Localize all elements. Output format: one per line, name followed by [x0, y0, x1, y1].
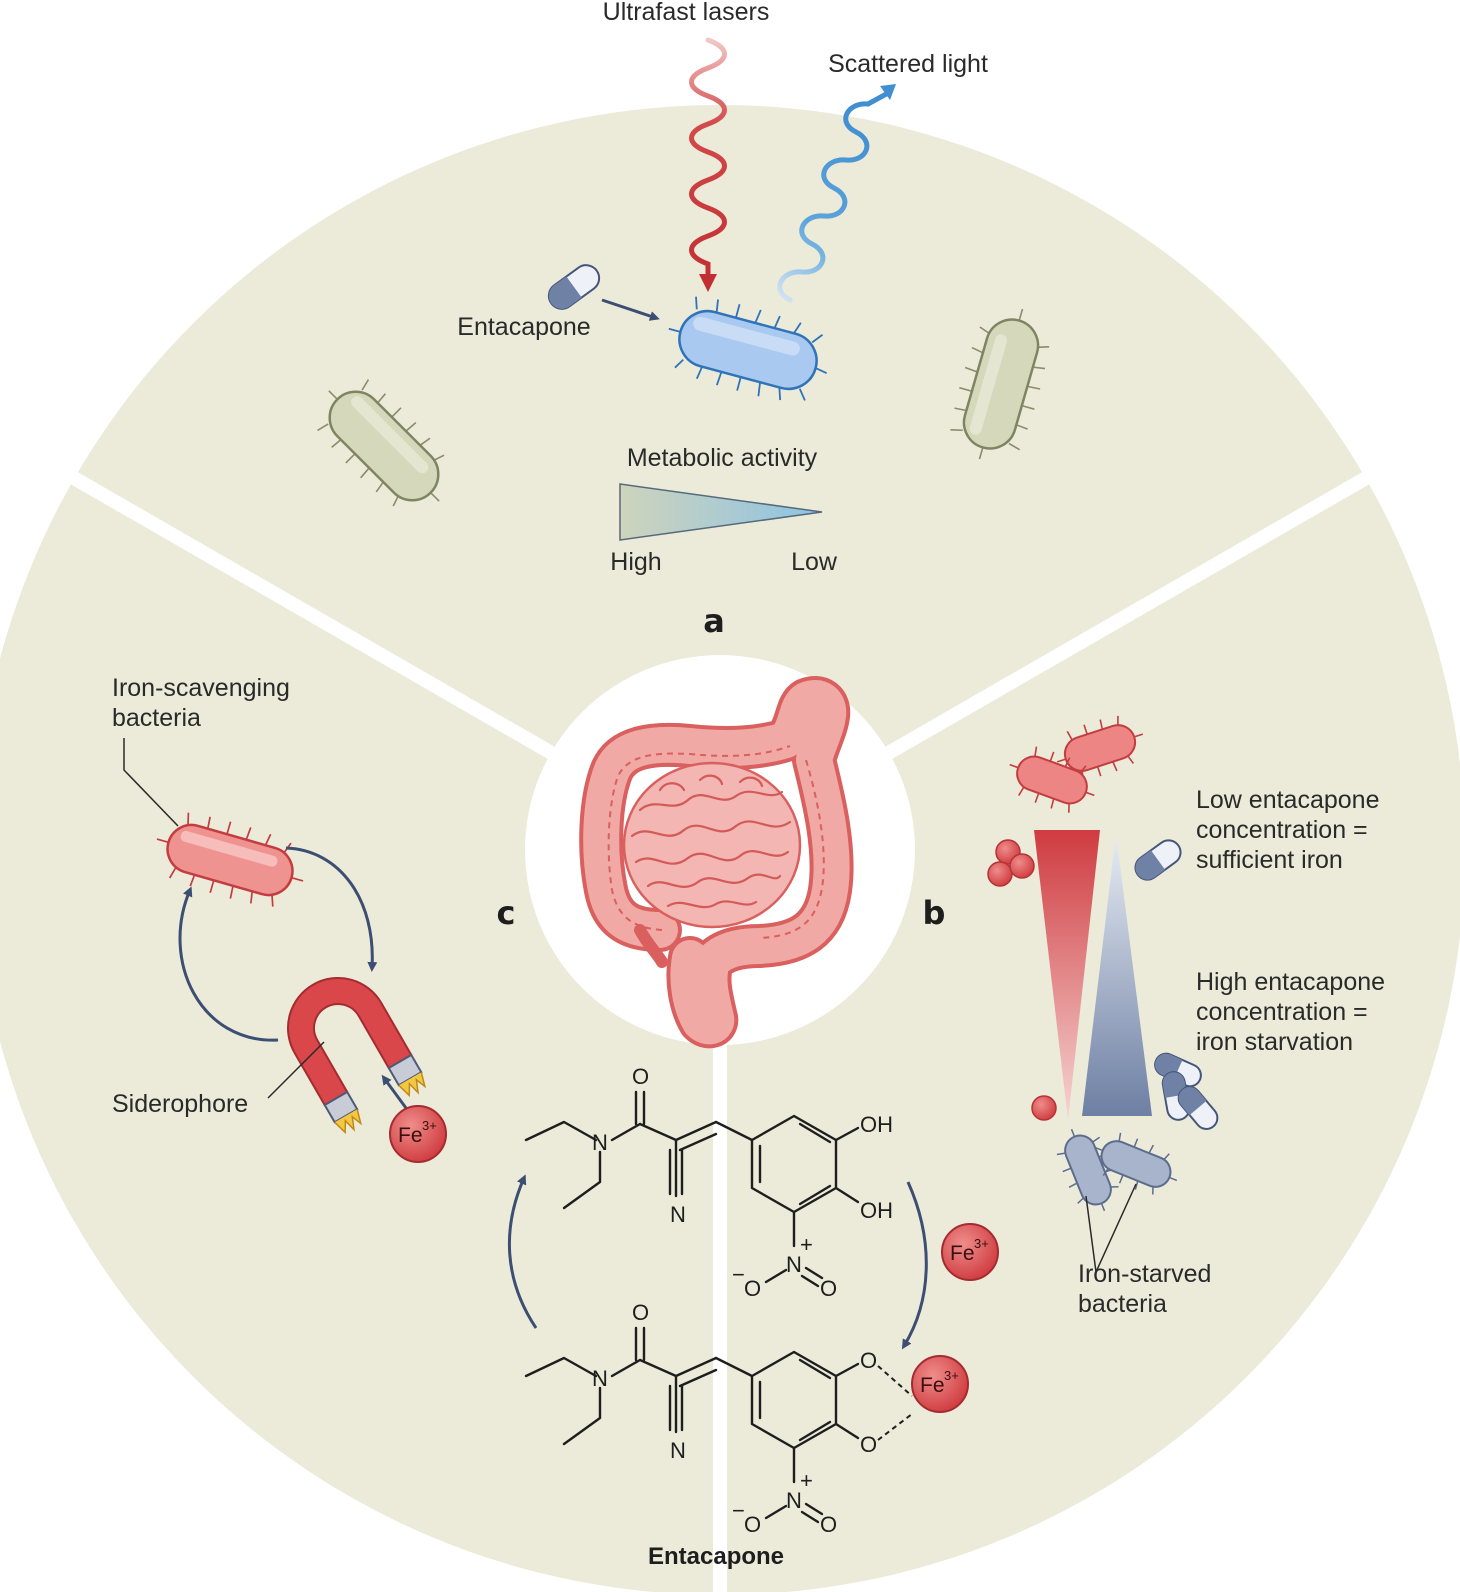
scavenging-bacterium [156, 812, 304, 907]
iron-charge-bound: 3+ [944, 1368, 959, 1383]
chelation-arrow [901, 1181, 928, 1350]
chemistry-structures: N O N OH OH [507, 1064, 999, 1570]
label-scav-line1: Iron-scavenging [112, 674, 290, 702]
olive-bacterium-left [317, 379, 445, 507]
laser-arrowhead [699, 274, 717, 292]
iron-to-siderophore-arrow [381, 1074, 408, 1109]
iron-level-wedge [1034, 830, 1100, 1120]
atom-O-nitro-neg-b: O [744, 1512, 761, 1537]
release-arrow [507, 1174, 538, 1329]
nitro-plus-b: + [800, 1468, 813, 1493]
atom-O-nitro-b: O [820, 1512, 837, 1537]
label-metabolic-activity: Metabolic activity [627, 444, 818, 472]
panel-a: Ultrafast lasers Scattered light Entacap… [317, 0, 1050, 640]
iron-ion-free: Fe 3+ [941, 1223, 999, 1281]
atom-N-nitro: N [786, 1252, 802, 1277]
label-siderophore: Siderophore [112, 1090, 248, 1118]
pill-stack-icon [1154, 1052, 1219, 1130]
nitro-minus: − [732, 1262, 745, 1287]
label-high-line2: concentration = [1196, 998, 1368, 1026]
label-low-line1: Low entacapone [1196, 786, 1379, 814]
atom-OH-1: OH [860, 1112, 893, 1137]
atom-O-carbonyl: O [632, 1064, 649, 1089]
atom-O-nitro: O [820, 1276, 837, 1301]
label-high-line1: High entacapone [1196, 968, 1385, 996]
red-bacterium-2 [1009, 746, 1095, 813]
scav-leader-line [123, 738, 179, 827]
atom-N-amide: N [592, 1130, 608, 1155]
pill-small-icon [1134, 839, 1182, 881]
panel-letter-b: b [923, 894, 946, 932]
atom-N-amide-b: N [592, 1366, 608, 1391]
cycle-arrow-right [285, 846, 378, 972]
atom-OH-2: OH [860, 1198, 893, 1223]
label-ultrafast-lasers: Ultrafast lasers [603, 0, 770, 26]
scattered-arrowhead [880, 84, 896, 100]
label-high-line3: iron starvation [1196, 1028, 1353, 1056]
panel-b: b [923, 715, 1385, 1318]
starved-bacterium-2 [1094, 1132, 1178, 1195]
iron-charge-free: 3+ [974, 1236, 989, 1251]
label-starved-line2: bacteria [1078, 1290, 1167, 1318]
laser-wave [689, 37, 727, 285]
label-low-line2: concentration = [1196, 816, 1368, 844]
iron-symbol-free: Fe [950, 1242, 975, 1265]
iron-symbol: Fe [398, 1124, 423, 1147]
atom-O-chelate-2: O [860, 1432, 877, 1457]
panel-letter-c: c [497, 894, 516, 932]
atom-N-nitrile: N [670, 1202, 686, 1227]
pill-icon [547, 264, 601, 310]
atom-N-nitrile-b: N [670, 1438, 686, 1463]
atom-O-nitro-neg: O [744, 1276, 761, 1301]
scattered-wave [777, 89, 893, 303]
label-low: Low [791, 548, 838, 576]
atom-O-chelate-1: O [860, 1348, 877, 1373]
intestine-illustration [579, 676, 854, 1049]
target-bacterium [668, 296, 828, 401]
iron-charge: 3+ [422, 1118, 437, 1133]
iron-ion-bound: Fe 3+ [911, 1355, 969, 1413]
iron-ion-c: Fe 3+ [389, 1105, 447, 1163]
entacapone-molecule-free: N O N OH OH [524, 1064, 893, 1301]
nitro-minus-b: − [732, 1498, 745, 1523]
panel-letter-a: a [703, 602, 725, 640]
red-bacterium-1 [1056, 715, 1144, 781]
siderophore-leader-line [267, 1041, 325, 1099]
iron-symbol-bound: Fe [920, 1374, 945, 1397]
nitro-plus: + [800, 1232, 813, 1257]
entacapone-level-wedge [1082, 834, 1152, 1116]
label-starved-line1: Iron-starved [1078, 1260, 1211, 1288]
atom-O-carbonyl-b: O [632, 1300, 649, 1325]
atom-N-nitro-b: N [786, 1488, 802, 1513]
label-scattered-light: Scattered light [828, 50, 988, 78]
cycle-arrow-left [178, 886, 279, 1042]
label-high: High [610, 548, 661, 576]
label-scav-line2: bacteria [112, 704, 201, 732]
starved-leader-line [1085, 1183, 1137, 1275]
entacapone-arrow [601, 298, 660, 321]
metabolic-gradient-wedge [619, 483, 823, 541]
label-entacapone: Entacapone [457, 313, 590, 341]
panel-c: c Iron-scavenging bacteria Siderophore [112, 674, 516, 1163]
label-entacapone-title: Entacapone [648, 1543, 784, 1570]
label-low-line3: sufficient iron [1196, 846, 1343, 874]
siderophore-magnet-icon [287, 977, 427, 1135]
iron-cluster-icon [987, 839, 1035, 887]
entacapone-molecule-chelated: N O N O O N + O [524, 1300, 913, 1537]
olive-bacterium-right [950, 308, 1050, 460]
iron-single-icon [1031, 1095, 1057, 1121]
